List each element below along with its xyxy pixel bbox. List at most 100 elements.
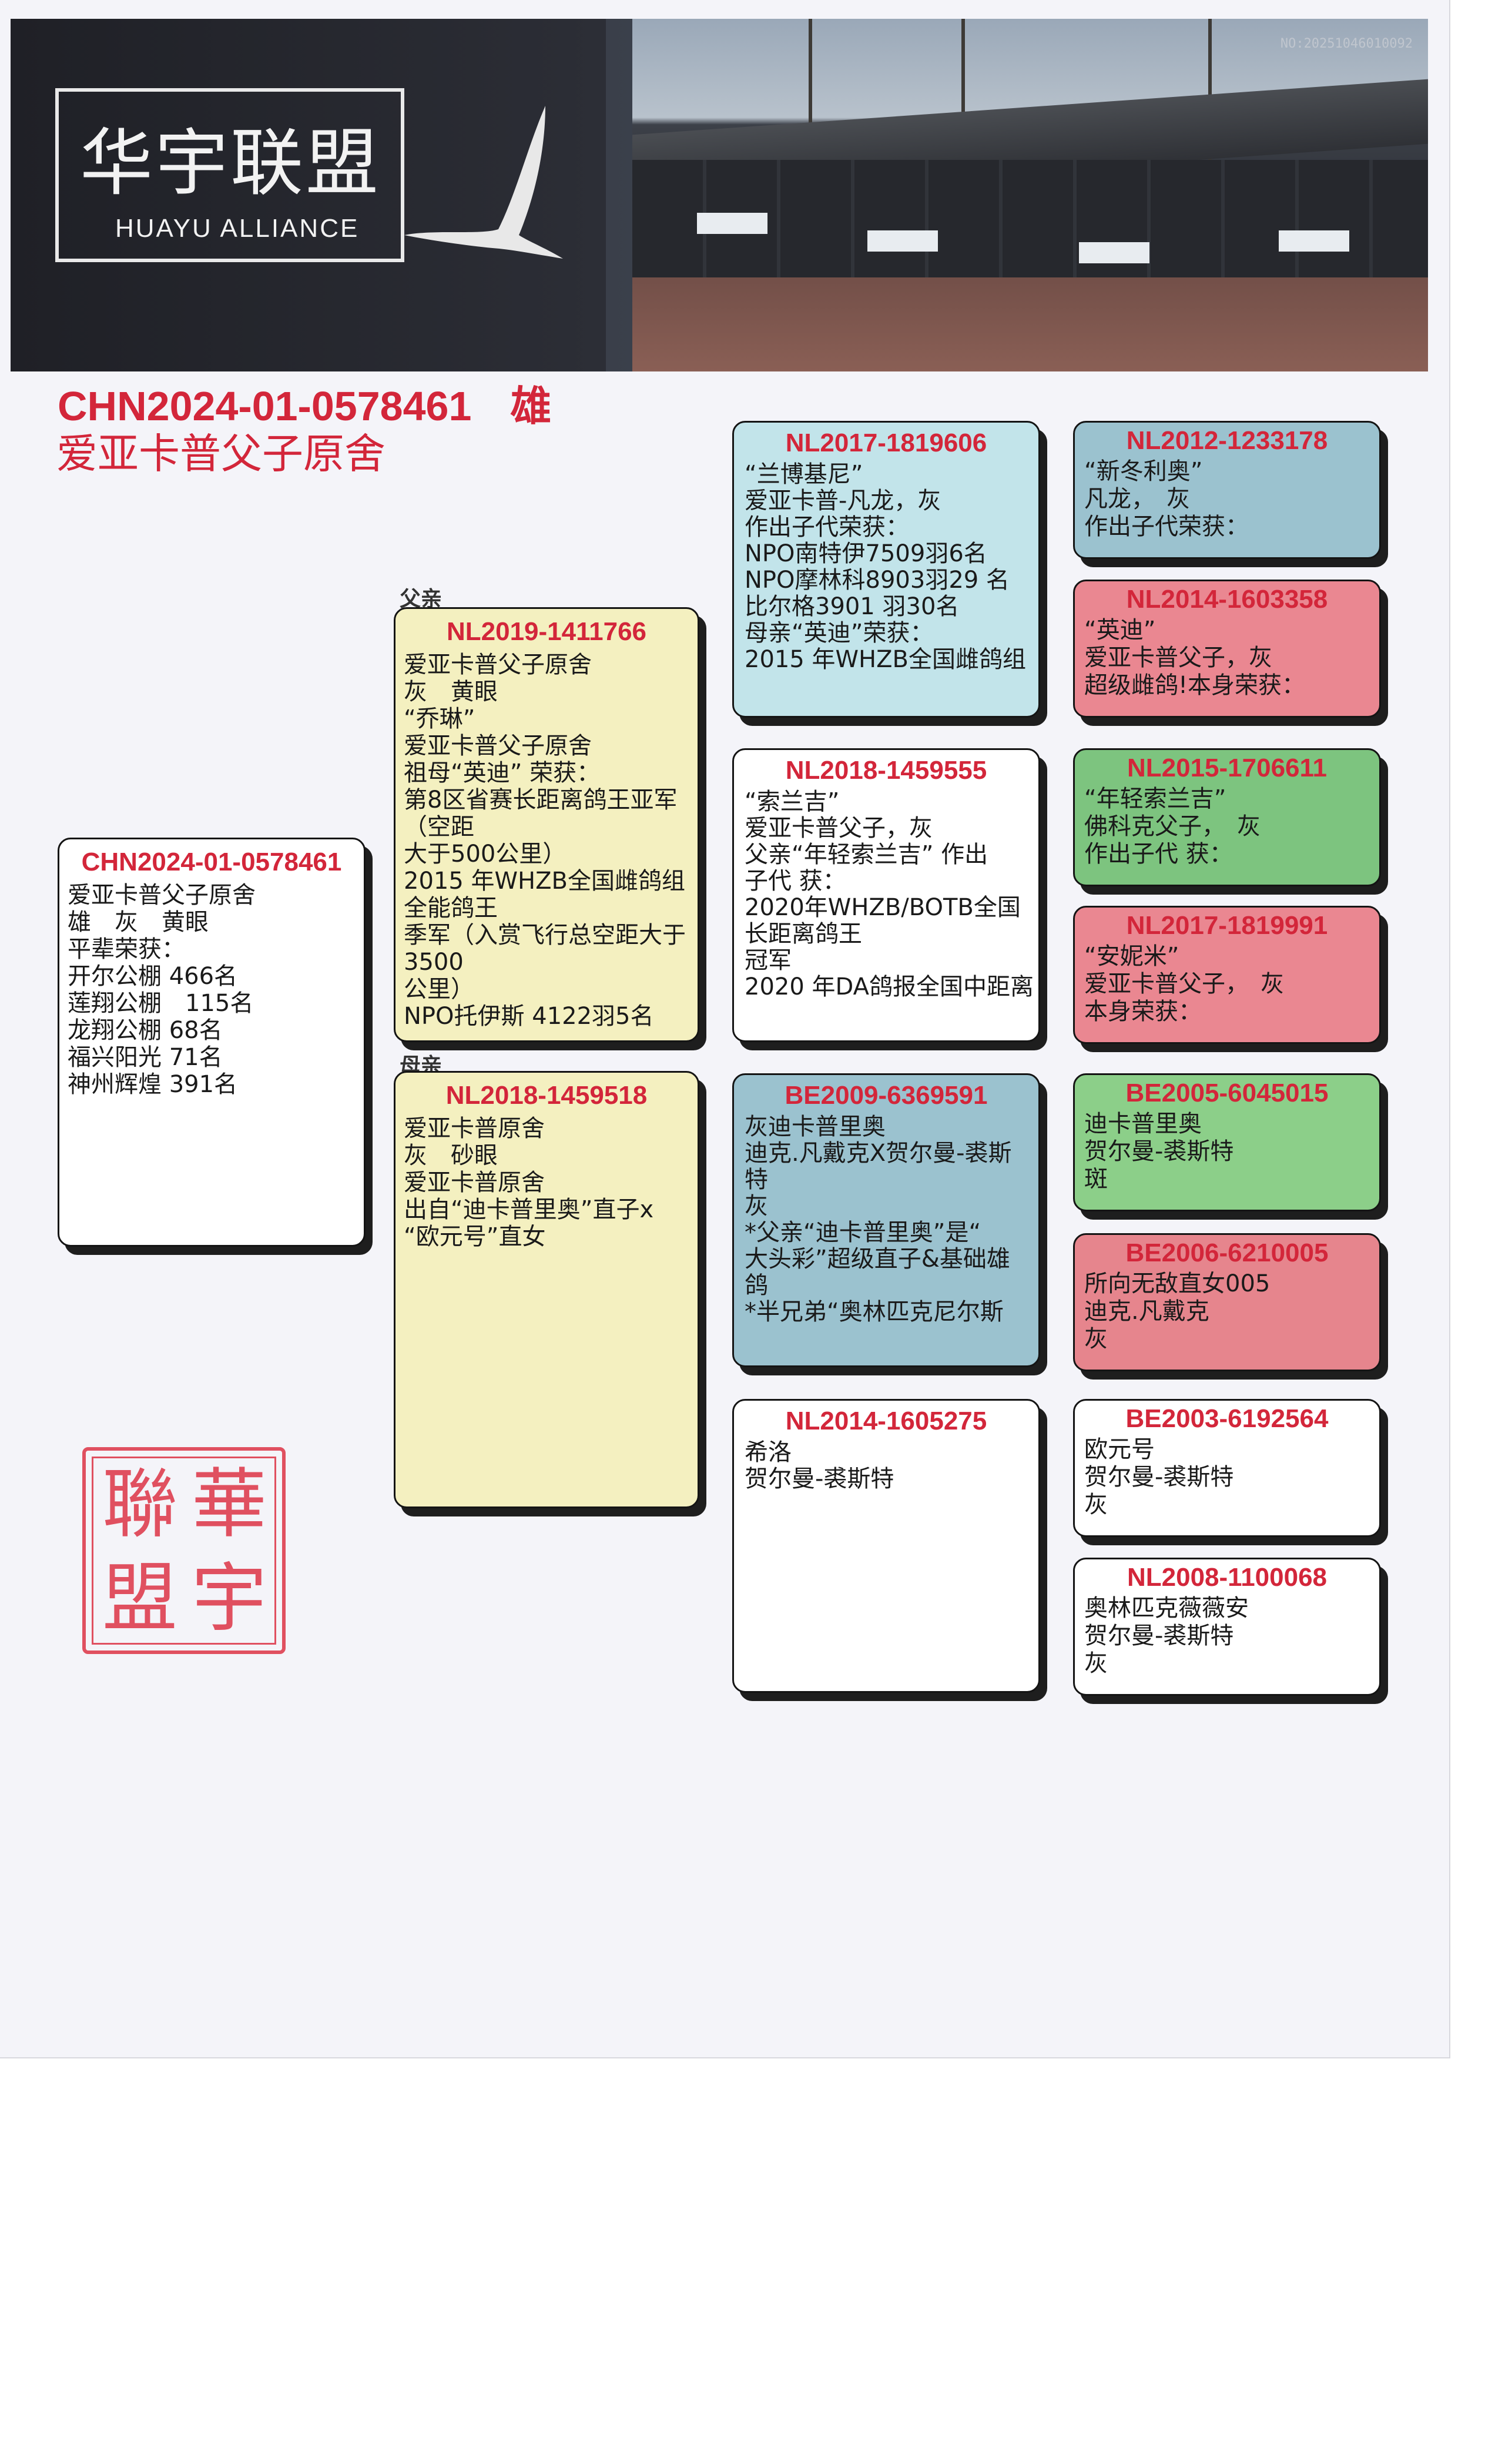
pedigree-line: 贺尔曼-裘斯特 <box>745 1465 894 1492</box>
pedigree-line: 欧元号 <box>1084 1436 1155 1463</box>
subject-line: 爱亚卡普父子原舍 <box>68 882 256 909</box>
ggp-card-mfm: BE2006-6210005 所向无敌直女005 迪克.凡戴克 灰 <box>1073 1233 1381 1371</box>
mother-line: “欧元号”直女 <box>404 1223 546 1250</box>
ggp-ring: NL2015-1706611 <box>1127 754 1328 782</box>
pedigree-line: 贺尔曼-裘斯特 <box>1084 1622 1234 1649</box>
father-line: 全能鸽王 <box>404 895 498 922</box>
father-details: 爱亚卡普父子原舍 灰 黄眼 “乔琳” 爱亚卡普父子原舍 祖母“英迪” 荣获： 第… <box>395 647 698 1030</box>
mother-line: 出自“迪卡普里奥”直子x <box>404 1196 654 1223</box>
ggp-ring: NL2012-1233178 <box>1126 426 1328 455</box>
pedigree-line: *半兄弟“奥林匹克尼尔斯 <box>745 1298 1004 1325</box>
paternal-grandmother-ring: NL2018-1459555 <box>785 756 987 785</box>
paternal-grandmother-details: “索兰吉” 爱亚卡普父子，灰 父亲“年轻索兰吉” 作出 子代 获： 2020年W… <box>734 785 1038 1000</box>
ggp-details: 所向无敌直女005 迪克.凡戴克 灰 <box>1075 1268 1379 1353</box>
pedigree-line: 灰 <box>1084 1325 1108 1352</box>
father-line: 祖母“英迪” 荣获： <box>404 759 601 786</box>
father-ring: NL2019-1411766 <box>446 617 647 646</box>
ggp-card-fff: NL2012-1233178 “新冬利奥” 凡龙， 灰 作出子代荣获： <box>1073 421 1381 559</box>
pedigree-line: “年轻索兰吉” <box>1084 785 1226 812</box>
pedigree-line: 迪卡普里奥 <box>1084 1110 1202 1137</box>
pedigree-line: NPO摩林科8903羽29 名 <box>745 567 1010 594</box>
paternal-grandmother-card: NL2018-1459555 “索兰吉” 爱亚卡普父子，灰 父亲“年轻索兰吉” … <box>732 748 1040 1042</box>
pedigree-sheet: NO:20251046010092 华宇联盟 HUAYU ALLIANCE CH… <box>0 0 1450 2058</box>
pedigree-line: 作出子代荣获： <box>1084 513 1249 540</box>
pedigree-line: “新冬利奥” <box>1084 458 1203 485</box>
father-card: NL2019-1411766 爱亚卡普父子原舍 灰 黄眼 “乔琳” 爱亚卡普父子… <box>394 607 699 1042</box>
father-line: 公里） <box>404 976 474 1003</box>
pedigree-line: “索兰吉” <box>745 788 840 815</box>
logo: 华宇联盟 HUAYU ALLIANCE <box>55 88 404 262</box>
pedigree-line: 子代 获： <box>745 868 846 895</box>
ggp-ring: NL2008-1100068 <box>1127 1563 1328 1592</box>
pedigree-line: 父亲“年轻索兰吉” 作出 <box>745 841 988 868</box>
subject-line: 雄 灰 黄眼 <box>68 909 209 936</box>
maternal-grandmother-card: NL2014-1605275 希洛 贺尔曼-裘斯特 <box>732 1399 1040 1693</box>
father-line: 2015 年WHZB全国雌鸽组 <box>404 868 685 895</box>
father-line: （空距 <box>404 813 474 841</box>
seal-char: 宇 <box>192 1555 267 1642</box>
pedigree-line: 超级雌鸽!本身荣获： <box>1084 672 1306 699</box>
ggp-ring: BE2006-6210005 <box>1125 1238 1329 1267</box>
pedigree-line: 希洛 <box>745 1439 792 1466</box>
pedigree-line: 佛科克父子， 灰 <box>1084 813 1261 840</box>
ggp-card-fmf: NL2015-1706611 “年轻索兰吉” 佛科克父子， 灰 作出子代 获： <box>1073 748 1381 886</box>
pedigree-line: “兰博基尼” <box>745 461 863 488</box>
ggp-ring: NL2014-1603358 <box>1126 585 1328 614</box>
father-line: 3500 <box>404 949 464 976</box>
pedigree-line: 本身荣获： <box>1084 998 1202 1025</box>
subject-line: 福兴阳光 71名 <box>68 1044 223 1071</box>
pedigree-line: 迪克.凡戴克 <box>1084 1298 1209 1325</box>
subject-line: 龙翔公棚 68名 <box>68 1017 223 1044</box>
pedigree-line: 2015 年WHZB全国雌鸽组 <box>745 646 1026 673</box>
title-ring-number: CHN2024-01-0578461 <box>58 383 472 429</box>
pedigree-line: *父亲“迪卡普里奥”是“ <box>745 1219 981 1246</box>
ggp-details: 迪卡普里奥 贺尔曼-裘斯特 斑 <box>1075 1108 1379 1193</box>
pedigree-line: 斑 <box>1084 1166 1108 1193</box>
maternal-grandfather-details: 灰迪卡普里奥 迪克.凡戴克X贺尔曼-裘斯 特 灰 *父亲“迪卡普里奥”是“ 大头… <box>734 1110 1038 1325</box>
loft-photo: NO:20251046010092 <box>632 19 1428 371</box>
subject-line: 平辈荣获： <box>68 936 185 963</box>
pedigree-line: 比尔格3901 羽30名 <box>745 593 960 620</box>
pedigree-line: 奥林匹克薇薇安 <box>1084 1595 1249 1622</box>
pedigree-line: 凡龙， 灰 <box>1084 486 1190 513</box>
pedigree-line: “英迪” <box>1084 617 1156 644</box>
ggp-details: “新冬利奥” 凡龙， 灰 作出子代荣获： <box>1075 456 1379 541</box>
mother-ring: NL2018-1459518 <box>445 1081 648 1110</box>
header-banner: NO:20251046010092 华宇联盟 HUAYU ALLIANCE <box>11 19 1428 371</box>
subject-line: 莲翔公棚 115名 <box>68 990 254 1017</box>
ggp-card-mmf: BE2003-6192564 欧元号 贺尔曼-裘斯特 灰 <box>1073 1399 1381 1537</box>
ggp-details: “年轻索兰吉” 佛科克父子， 灰 作出子代 获： <box>1075 783 1379 868</box>
paternal-grandfather-card: NL2017-1819606 “兰博基尼” 爱亚卡普-凡龙，灰 作出子代荣获： … <box>732 421 1040 718</box>
pedigree-line: 迪克.凡戴克X贺尔曼-裘斯 <box>745 1140 1012 1167</box>
paternal-grandfather-details: “兰博基尼” 爱亚卡普-凡龙，灰 作出子代荣获： NPO南特伊7509羽6名 N… <box>734 458 1038 673</box>
subject-line: 开尔公棚 466名 <box>68 963 238 990</box>
pedigree-line: 爱亚卡普-凡龙，灰 <box>745 487 941 514</box>
seal-char: 聯 <box>102 1461 178 1548</box>
title-loft: 爱亚卡普父子原舍 <box>56 430 386 478</box>
pedigree-line: 2020 年DA鸽报全国中距离 <box>745 973 1034 1000</box>
pedigree-line: 母亲“英迪”荣获： <box>745 620 934 647</box>
paternal-grandfather-ring: NL2017-1819606 <box>785 428 987 457</box>
pedigree-line: 大头彩”超级直子&基础雄 <box>745 1246 1010 1273</box>
pedigree-line: 灰 <box>1084 1650 1108 1677</box>
mother-line: 灰 砂眼 <box>404 1142 498 1169</box>
photo-reference-number: NO:20251046010092 <box>1280 36 1413 51</box>
father-line: 季军（入赏飞行总空距大于 <box>404 922 686 949</box>
pedigree-line: 2020年WHZB/BOTB全国 <box>745 894 1021 921</box>
pedigree-line: 灰 <box>745 1193 768 1220</box>
maternal-grandfather-card: BE2009-6369591 灰迪卡普里奥 迪克.凡戴克X贺尔曼-裘斯 特 灰 … <box>732 1073 1040 1367</box>
father-line: “乔琳” <box>404 705 475 732</box>
ggp-card-mff: BE2005-6045015 迪卡普里奥 贺尔曼-裘斯特 斑 <box>1073 1073 1381 1211</box>
maternal-grandfather-ring: BE2009-6369591 <box>785 1081 988 1110</box>
seal-char: 華 <box>192 1461 267 1548</box>
ggp-details: “安妮米” 爱亚卡普父子， 灰 本身荣获： <box>1075 940 1379 1026</box>
ggp-card-mmm: NL2008-1100068 奥林匹克薇薇安 贺尔曼-裘斯特 灰 <box>1073 1558 1381 1696</box>
father-line: 爱亚卡普父子原舍 <box>404 651 592 678</box>
pedigree-line: 鸽 <box>745 1272 768 1299</box>
title-sex: 雄 <box>510 383 552 429</box>
mother-line: 爱亚卡普原舍 <box>404 1115 545 1142</box>
pedigree-line: 爱亚卡普父子，灰 <box>745 815 933 842</box>
pedigree-line: 灰 <box>1084 1491 1108 1518</box>
pedigree-line: 作出子代 获： <box>1084 841 1233 868</box>
mother-card: NL2018-1459518 爱亚卡普原舍 灰 砂眼 爱亚卡普原舍 出自“迪卡普… <box>394 1071 699 1508</box>
